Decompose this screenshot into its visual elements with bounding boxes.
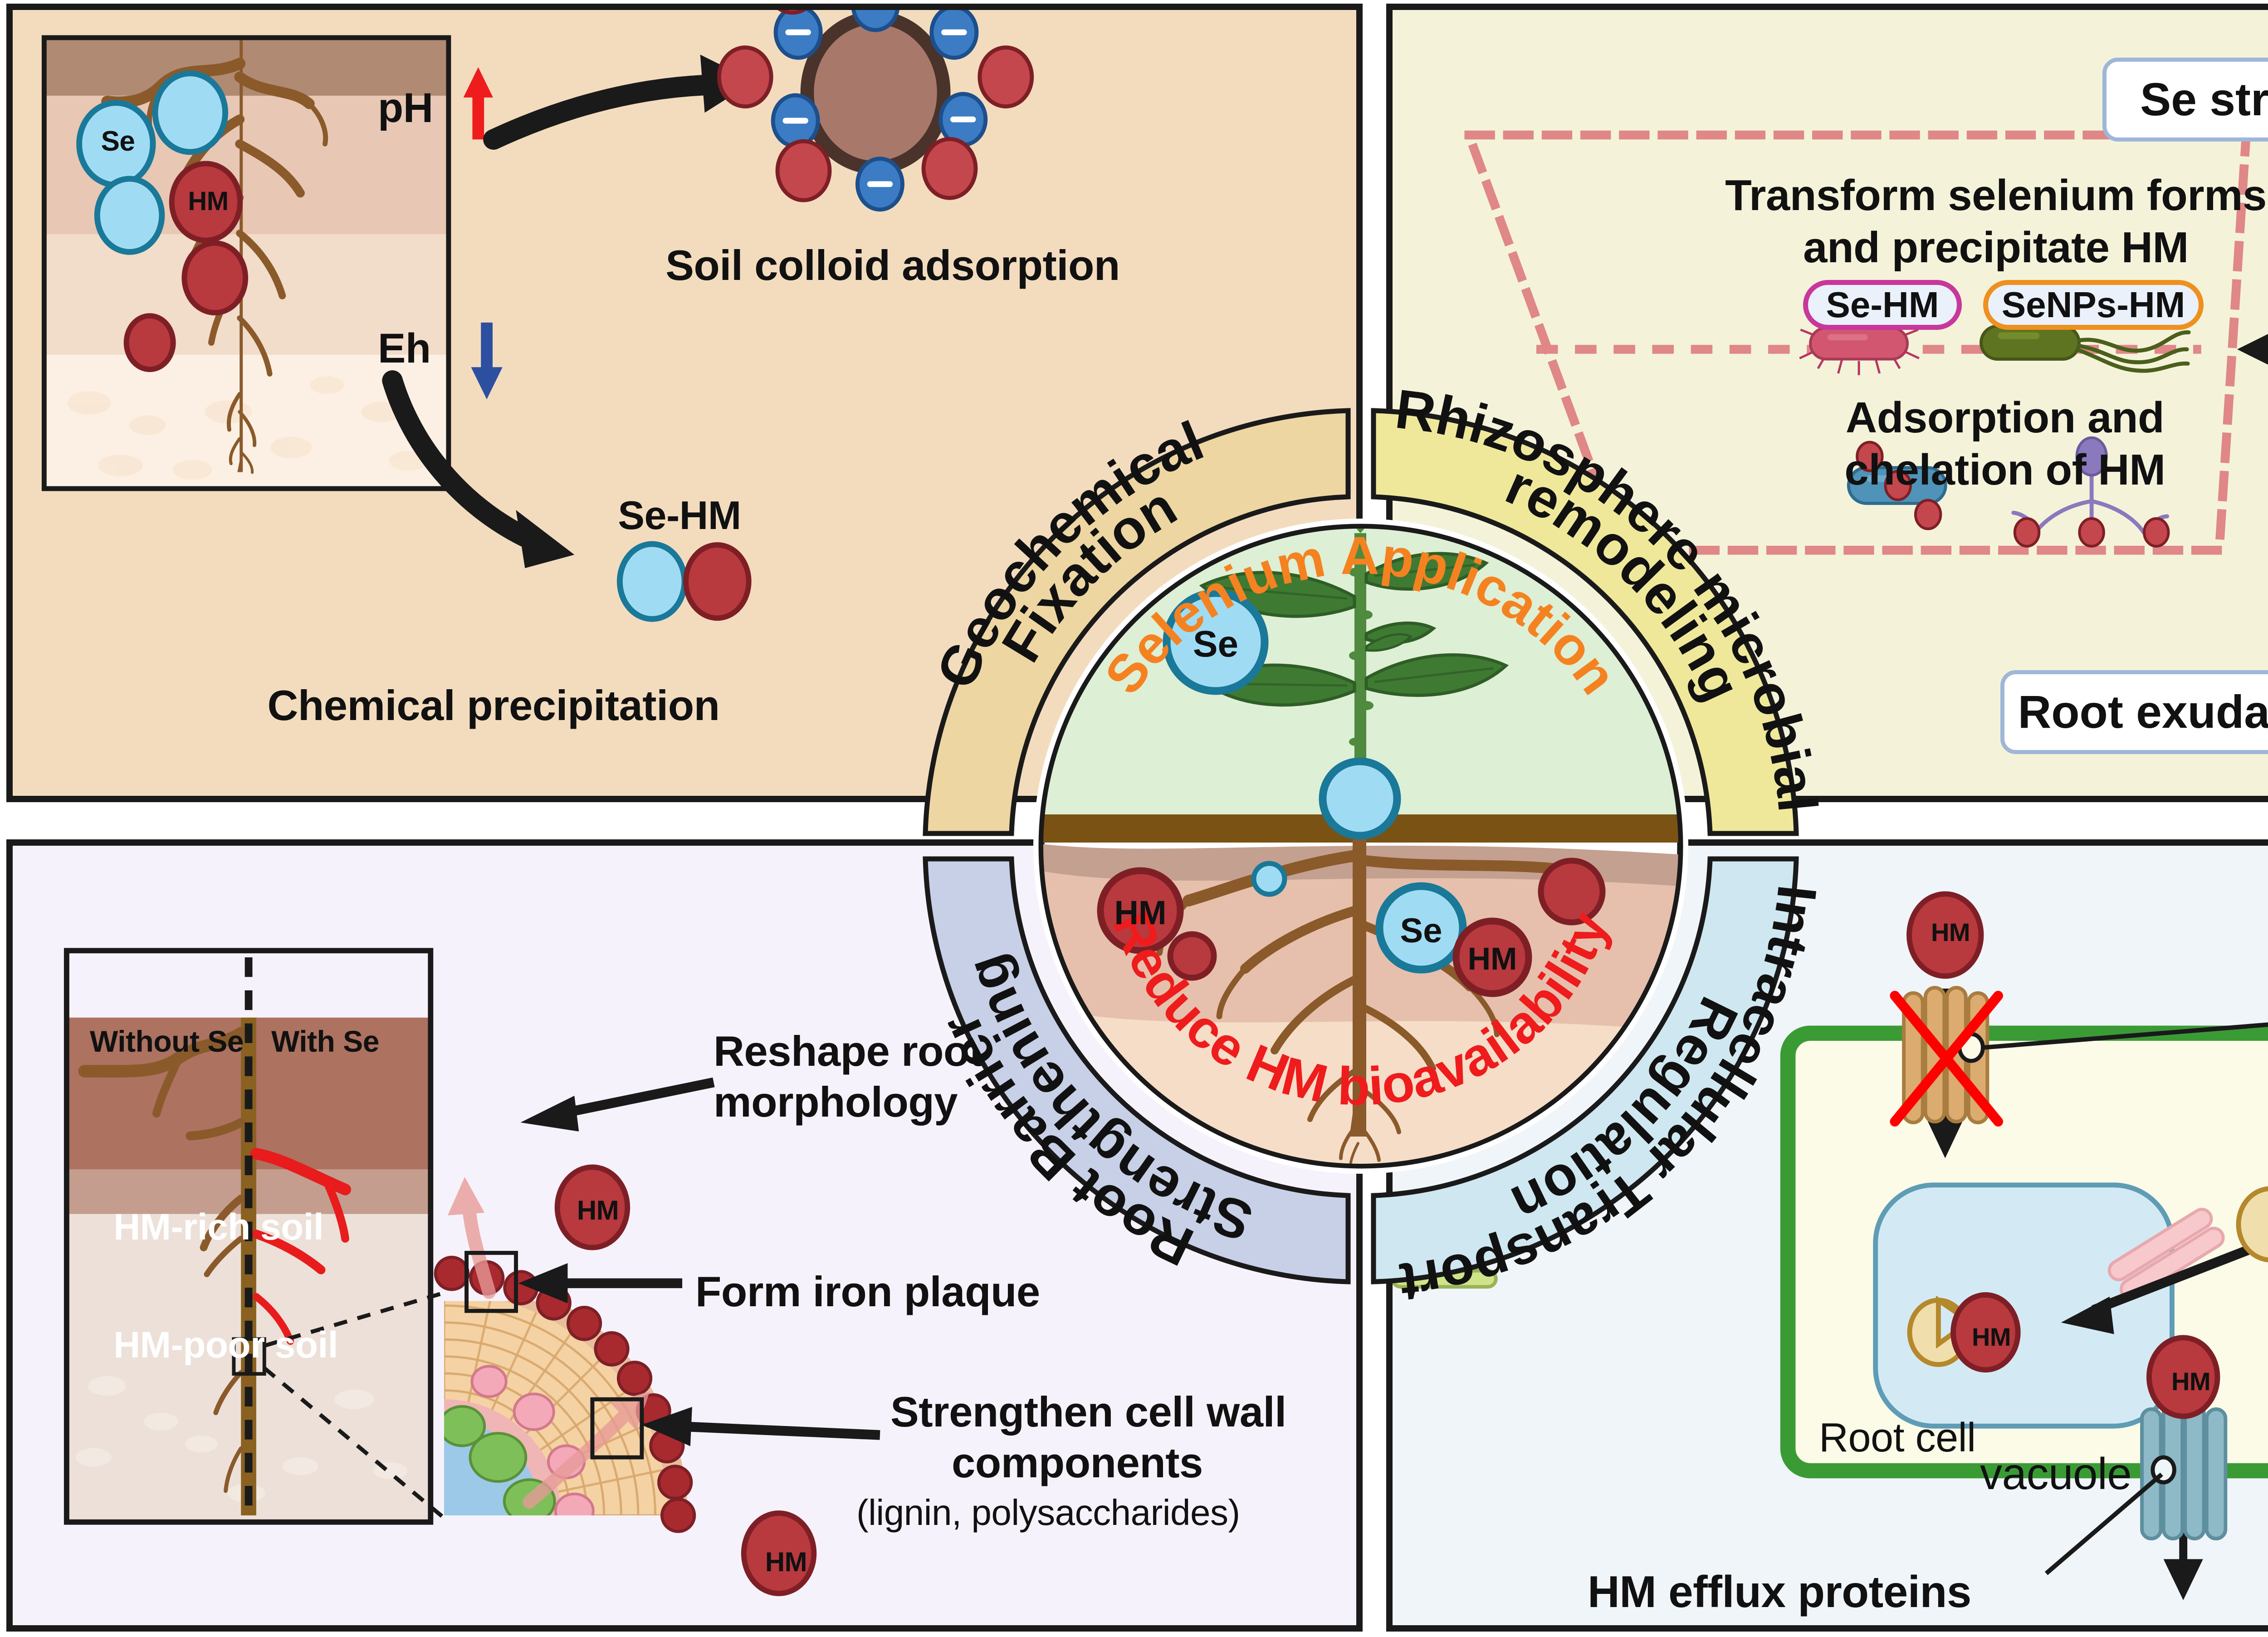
ring-strengthening-root-barrier [923, 856, 1351, 1284]
bacterium-with-hm-adsorbed [1847, 441, 1947, 530]
strengthen-cellwall-line2: components [952, 1439, 1203, 1486]
transform-selenium-line1: Transform selenium forms [1725, 171, 2267, 220]
panel-rhizosphere-microbial-remodeling: Se stress Root exudates Transform seleni… [1386, 4, 2268, 802]
chemical-precipitation-caption: Chemical precipitation [267, 681, 720, 729]
hm-sphere-left [1097, 867, 1184, 954]
hm-repelled-arrow-upper [447, 1177, 496, 1299]
hm-label-bottom: HM [2171, 1367, 2211, 1396]
hm-efflux-transporter [2140, 1395, 2228, 1600]
se-particle [76, 70, 229, 255]
without-se-label: Without Se [90, 1024, 244, 1058]
leader-efflux [2044, 1472, 2163, 1575]
cell-wall-marker [590, 1397, 644, 1460]
intracellular-transport-graphic [1393, 891, 2268, 1600]
vacuole-label: vacuole [1980, 1449, 2132, 1499]
panel-geochemical-fixation: pH Eh Se HM Soil colloid adsorption Se-H… [6, 4, 1363, 802]
hm-particle-bottom [2146, 1335, 2220, 1419]
hm-uptake-line2: transport proteins [2241, 949, 2268, 999]
strengthen-cellwall-line1: Strengthen cell wall [890, 1388, 1286, 1436]
hm-particle-top [1906, 891, 1984, 979]
root-exudates-callout[interactable]: Root exudates [2000, 670, 2268, 754]
badge-senps-hm-label: SeNPs-HM [2001, 284, 2185, 325]
vacuole [1873, 1182, 2175, 1429]
se-sphere-shoot [1163, 589, 1269, 695]
se-sphere-small [1251, 861, 1287, 897]
iron-plaque-beads [434, 1255, 696, 1533]
with-se-label: With Se [271, 1024, 379, 1058]
badge-se-hm-label: Se-HM [1826, 284, 1939, 325]
pcs-hm-complex-in-vacuole [1907, 1292, 2021, 1373]
hm-label-left: HM [1114, 894, 1166, 931]
se-hm-label: Se-HM [618, 493, 741, 538]
se-label-root: Se [1400, 912, 1442, 950]
badge-senps-hm[interactable]: SeNPs-HM [1983, 280, 2204, 330]
panel-regulation-intracellular-transport: HM uptake and transport proteins PCs-HM … [1386, 839, 2268, 1632]
eh-down-arrow [471, 322, 503, 400]
leader-uptake-top [1984, 1022, 2268, 1050]
ring-regulation-intracellular-transport [1371, 856, 1799, 1284]
arrow-reshape-root [560, 1077, 715, 1118]
hm-sphere-right [1452, 917, 1532, 997]
soil-colloid-cluster [717, 10, 1034, 212]
green-bacterium-icon [1980, 324, 2191, 373]
hm-sphere-small [1167, 931, 1217, 981]
eh-label: Eh [378, 325, 431, 372]
ring-geochemical-fixation [923, 408, 1351, 836]
hm-label-top: HM [1931, 918, 1970, 946]
hm-particle [123, 161, 249, 372]
reshape-root-line1: Reshape root [714, 1027, 983, 1075]
ring-rhizosphere-remodeling [1371, 408, 1799, 836]
hm-particle-lower [741, 1510, 817, 1597]
central-wheel: Selenium Application Reduce HM bioavaila… [812, 297, 1910, 1395]
hm-label-right: HM [1468, 941, 1517, 976]
dashed-region [1462, 130, 2251, 555]
root-exudates-label: Root exudates [2018, 686, 2268, 738]
se-hm-pair [616, 541, 752, 622]
hm-label-soilbox: HM [188, 186, 229, 216]
arrow-to-colloid [483, 74, 718, 150]
se-sphere-root [1375, 882, 1467, 974]
hm-poor-soil-label: HM-poor soil [113, 1324, 338, 1366]
hm-particle-upper [554, 1164, 631, 1250]
amf-with-hm-chelated [2011, 436, 2170, 548]
se-stress-label: Se stress [2140, 74, 2268, 125]
wheel-graphic: Selenium Application Reduce HM bioavaila… [923, 378, 1829, 1314]
hm-sphere-far-right [1538, 858, 1606, 926]
root-cross-section [444, 1301, 688, 1515]
rhizosphere-graphic [1462, 130, 2268, 555]
adsorption-line1: Adsorption and [1845, 393, 2165, 442]
form-iron-plaque-label: Form iron plaque [695, 1268, 1040, 1315]
hm-label-upper: HM [577, 1195, 619, 1225]
iron-plaque-marker [464, 1250, 518, 1313]
ph-up-arrow [463, 67, 493, 140]
ring-segments [923, 408, 1799, 1284]
badge-se-hm[interactable]: Se-HM [1803, 280, 1962, 330]
adsorption-line2: chelation of HM [1844, 446, 2165, 494]
root-barrier-graphic [64, 948, 880, 1597]
se-sphere-stem [1319, 757, 1401, 840]
hm-rich-soil-label: HM-rich soil [113, 1206, 324, 1248]
ph-label: pH [378, 85, 433, 131]
se-label-shoot: Se [1193, 623, 1238, 665]
hm-efflux-proteins-label: HM efflux proteins [1588, 1567, 1971, 1617]
pink-bacterium-icon [1799, 309, 1920, 375]
hm-label-vacuole: HM [1971, 1323, 2011, 1351]
strengthen-cellwall-sub: (lignin, polysaccharides) [856, 1492, 1240, 1533]
se-stress-callout[interactable]: Se stress [2102, 58, 2268, 142]
geochemical-fixation-graphic [41, 10, 1034, 622]
se-label-soilbox: Se [101, 126, 135, 157]
arrow-to-precipitate [382, 370, 536, 547]
soil-colloid-adsorption-caption: Soil colloid adsorption [665, 241, 1120, 289]
transform-selenium-line2: and precipitate HM [1803, 223, 2189, 272]
reshape-root-line2: morphology [714, 1078, 958, 1126]
hm-uptake-transporter-blocked [1890, 985, 2004, 1158]
arrow-strengthen-cellwall [673, 1421, 880, 1440]
pcs-hm-complex [2236, 1186, 2268, 1263]
hm-uptake-line1: HM uptake and [2241, 896, 2268, 946]
root-cell-label: Root cell [1819, 1415, 1976, 1461]
hm-label-lower: HM [765, 1547, 807, 1577]
